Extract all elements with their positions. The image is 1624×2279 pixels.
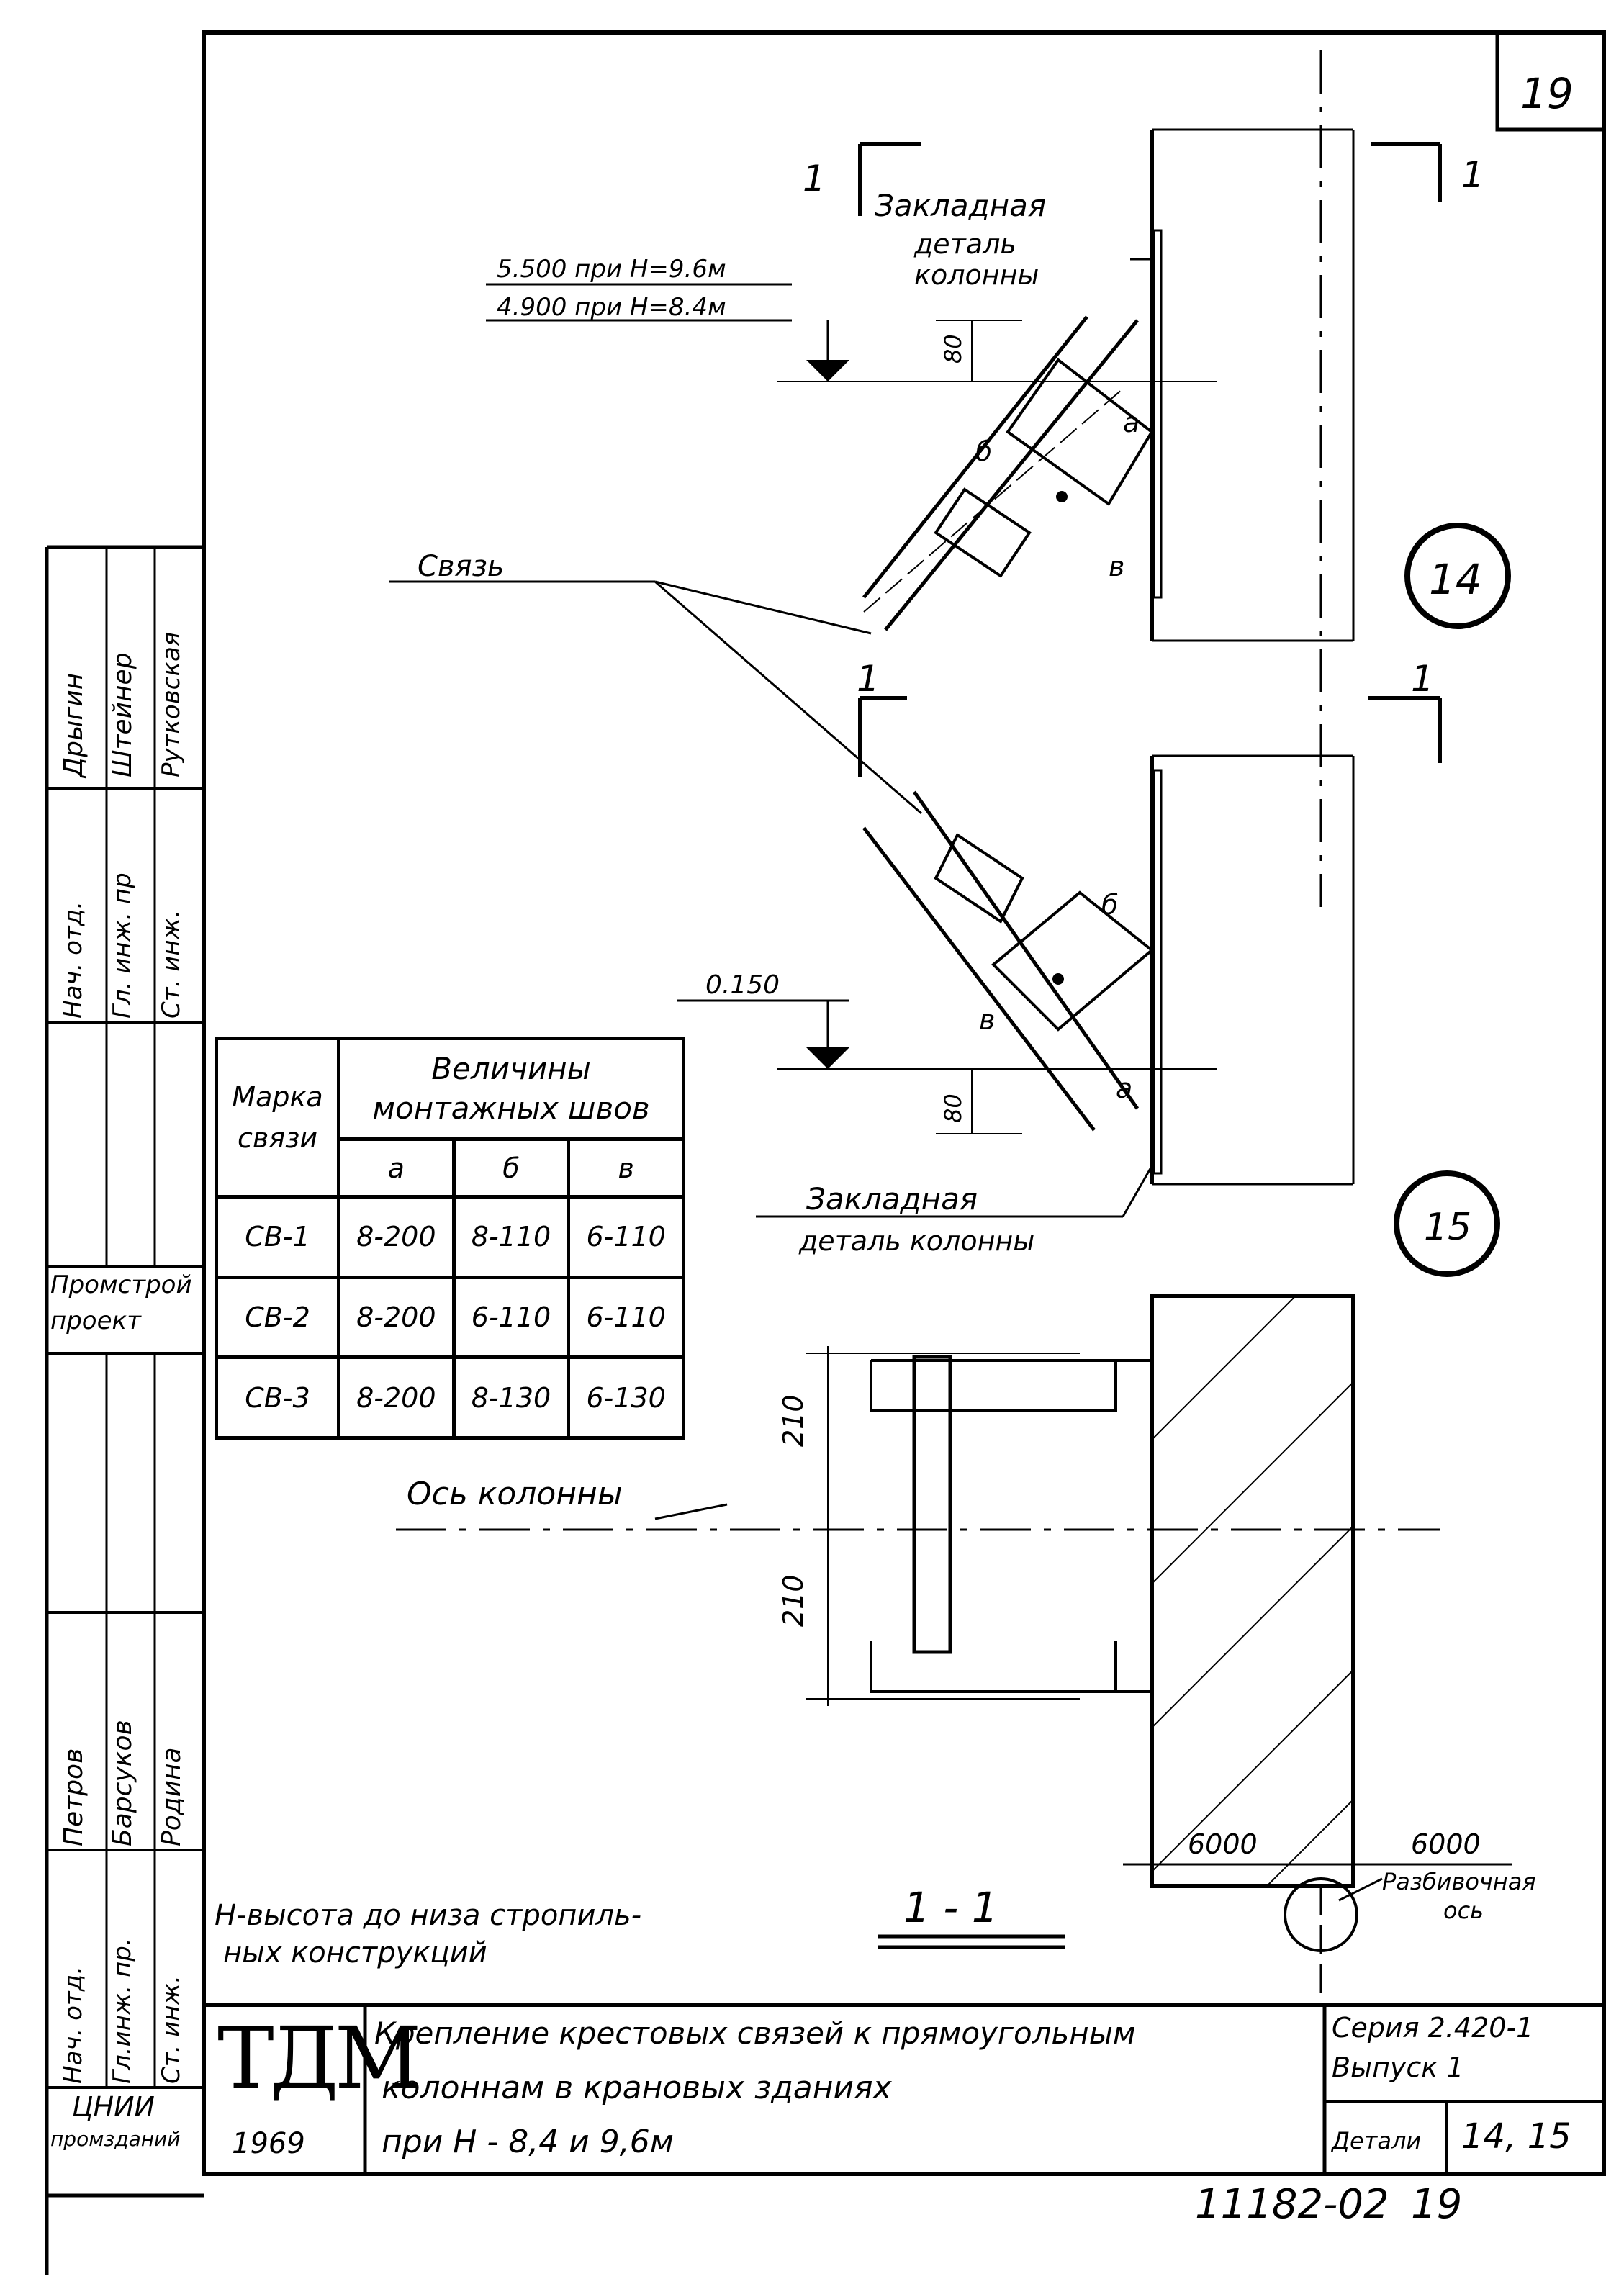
section-mark-top-right: 1 bbox=[1461, 154, 1484, 196]
note-line2: ных конструкций bbox=[223, 1936, 487, 1969]
dim-80-top: 80 bbox=[939, 334, 967, 364]
sheet-number-box bbox=[1495, 32, 1604, 132]
stamp-name-5: Барсуков bbox=[108, 1720, 137, 1846]
stamp-role-5: Гл.инж. пр. bbox=[108, 1938, 137, 2084]
table-head-mark: Марка связи bbox=[215, 1037, 340, 1199]
layout-axis-line1: Разбивочная bbox=[1382, 1868, 1536, 1895]
weld-b-bottom: б bbox=[1101, 889, 1118, 921]
weld-table: Марка связи Величины монтажных швов а б … bbox=[215, 1037, 685, 1440]
dim-210-bottom: 210 bbox=[777, 1574, 809, 1627]
note-line1-html: H-высота до низа стропиль- bbox=[215, 1899, 642, 1932]
doc-number: 11182-02 bbox=[1195, 2181, 1389, 2228]
drawing-frame bbox=[202, 30, 1606, 2176]
dim-6000-right: 6000 bbox=[1411, 1828, 1481, 1860]
stamp-org-top-2: проект bbox=[50, 1307, 141, 1335]
embedded-top-line3: колонны bbox=[914, 259, 1039, 291]
callout-14-circle bbox=[1404, 523, 1511, 629]
level-top-1: 5.500 при H=9.6м bbox=[497, 255, 726, 284]
stamp-role-3: Ст. инж. bbox=[157, 910, 186, 1019]
stamp-name-1: Дрыгин bbox=[59, 672, 89, 777]
section-title: 1 - 1 bbox=[903, 1883, 998, 1932]
section-mark-top-left: 1 bbox=[803, 158, 826, 199]
details-label: Детали bbox=[1332, 2127, 1422, 2154]
title-series: Серия 2.420-1 bbox=[1332, 2012, 1534, 2044]
stamp-name-6: Родина bbox=[157, 1747, 186, 1846]
dim-6000-left: 6000 bbox=[1188, 1828, 1258, 1860]
column-axis-label: Ось колонны bbox=[407, 1476, 623, 1512]
level-bottom: 0.150 bbox=[705, 970, 780, 1000]
title-line2: колоннам в крановых зданиях bbox=[382, 2070, 892, 2106]
weld-v-bottom: в bbox=[979, 1004, 995, 1036]
layout-axis-line2: ось bbox=[1443, 1897, 1484, 1924]
stamp-role-2: Гл. инж. пр bbox=[108, 872, 137, 1019]
title-year: 1969 bbox=[232, 2127, 305, 2160]
stamp-role-4: Нач. отд. bbox=[59, 1966, 88, 2084]
stamp-name-2: Штейнер bbox=[108, 652, 137, 777]
side-stamp-frame bbox=[45, 545, 204, 2275]
stamp-name-4: Петров bbox=[59, 1748, 89, 1846]
table-row: СВ-2 8-200 6-110 6-110 bbox=[215, 1275, 685, 1360]
table-col-a: а bbox=[337, 1137, 456, 1199]
stamp-org-bottom-1: ЦНИИ bbox=[72, 2091, 155, 2123]
callout-14: 14 bbox=[1429, 555, 1482, 604]
sheet-number: 19 bbox=[1520, 69, 1574, 118]
stamp-role-6: Ст. инж. bbox=[157, 1975, 186, 2084]
title-line1: Крепление крестовых связей к прямоугольн… bbox=[374, 2016, 1136, 2051]
table-head-values: Величины монтажных швов bbox=[337, 1037, 685, 1141]
table-col-v: в bbox=[567, 1137, 685, 1199]
weld-v-top: в bbox=[1109, 551, 1124, 582]
stamp-org-top-1: Промстрой bbox=[50, 1271, 192, 1299]
stamp-org-bottom-2: промзданий bbox=[50, 2127, 181, 2151]
callout-15: 15 bbox=[1424, 1206, 1471, 1249]
org-logo: ТДМ bbox=[217, 2008, 421, 2108]
weld-a-bottom: а bbox=[1116, 1073, 1132, 1104]
table-row: СВ-3 8-200 8-130 6-130 bbox=[215, 1355, 685, 1440]
dim-80-bottom: 80 bbox=[939, 1093, 967, 1123]
title-issue: Выпуск 1 bbox=[1332, 2052, 1464, 2083]
table-row: СВ-1 8-200 8-110 6-110 bbox=[215, 1195, 685, 1279]
table-col-b: б bbox=[451, 1137, 571, 1199]
callout-15-circle bbox=[1394, 1170, 1500, 1277]
doc-page: 19 bbox=[1411, 2181, 1463, 2228]
stamp-name-3: Рутковская bbox=[157, 631, 186, 777]
level-top-2: 4.900 при H=8.4м bbox=[497, 293, 726, 322]
section-mark-mid-right: 1 bbox=[1411, 658, 1434, 700]
weld-a-top: а bbox=[1123, 407, 1140, 438]
embedded-bottom-line2: деталь колонны bbox=[798, 1225, 1034, 1257]
dim-210-top: 210 bbox=[777, 1394, 809, 1447]
stamp-role-1: Нач. отд. bbox=[59, 901, 88, 1019]
details-value: 14, 15 bbox=[1461, 2116, 1571, 2157]
weld-b-top: б bbox=[975, 436, 992, 467]
embedded-bottom-line1: Закладная bbox=[806, 1181, 978, 1217]
title-line3: при H - 8,4 и 9,6м bbox=[382, 2124, 674, 2160]
embedded-top-line1: Закладная bbox=[875, 188, 1046, 223]
section-mark-mid-left: 1 bbox=[857, 658, 880, 700]
embedded-top-line2: деталь bbox=[914, 228, 1016, 260]
brace-label: Связь bbox=[418, 550, 504, 583]
